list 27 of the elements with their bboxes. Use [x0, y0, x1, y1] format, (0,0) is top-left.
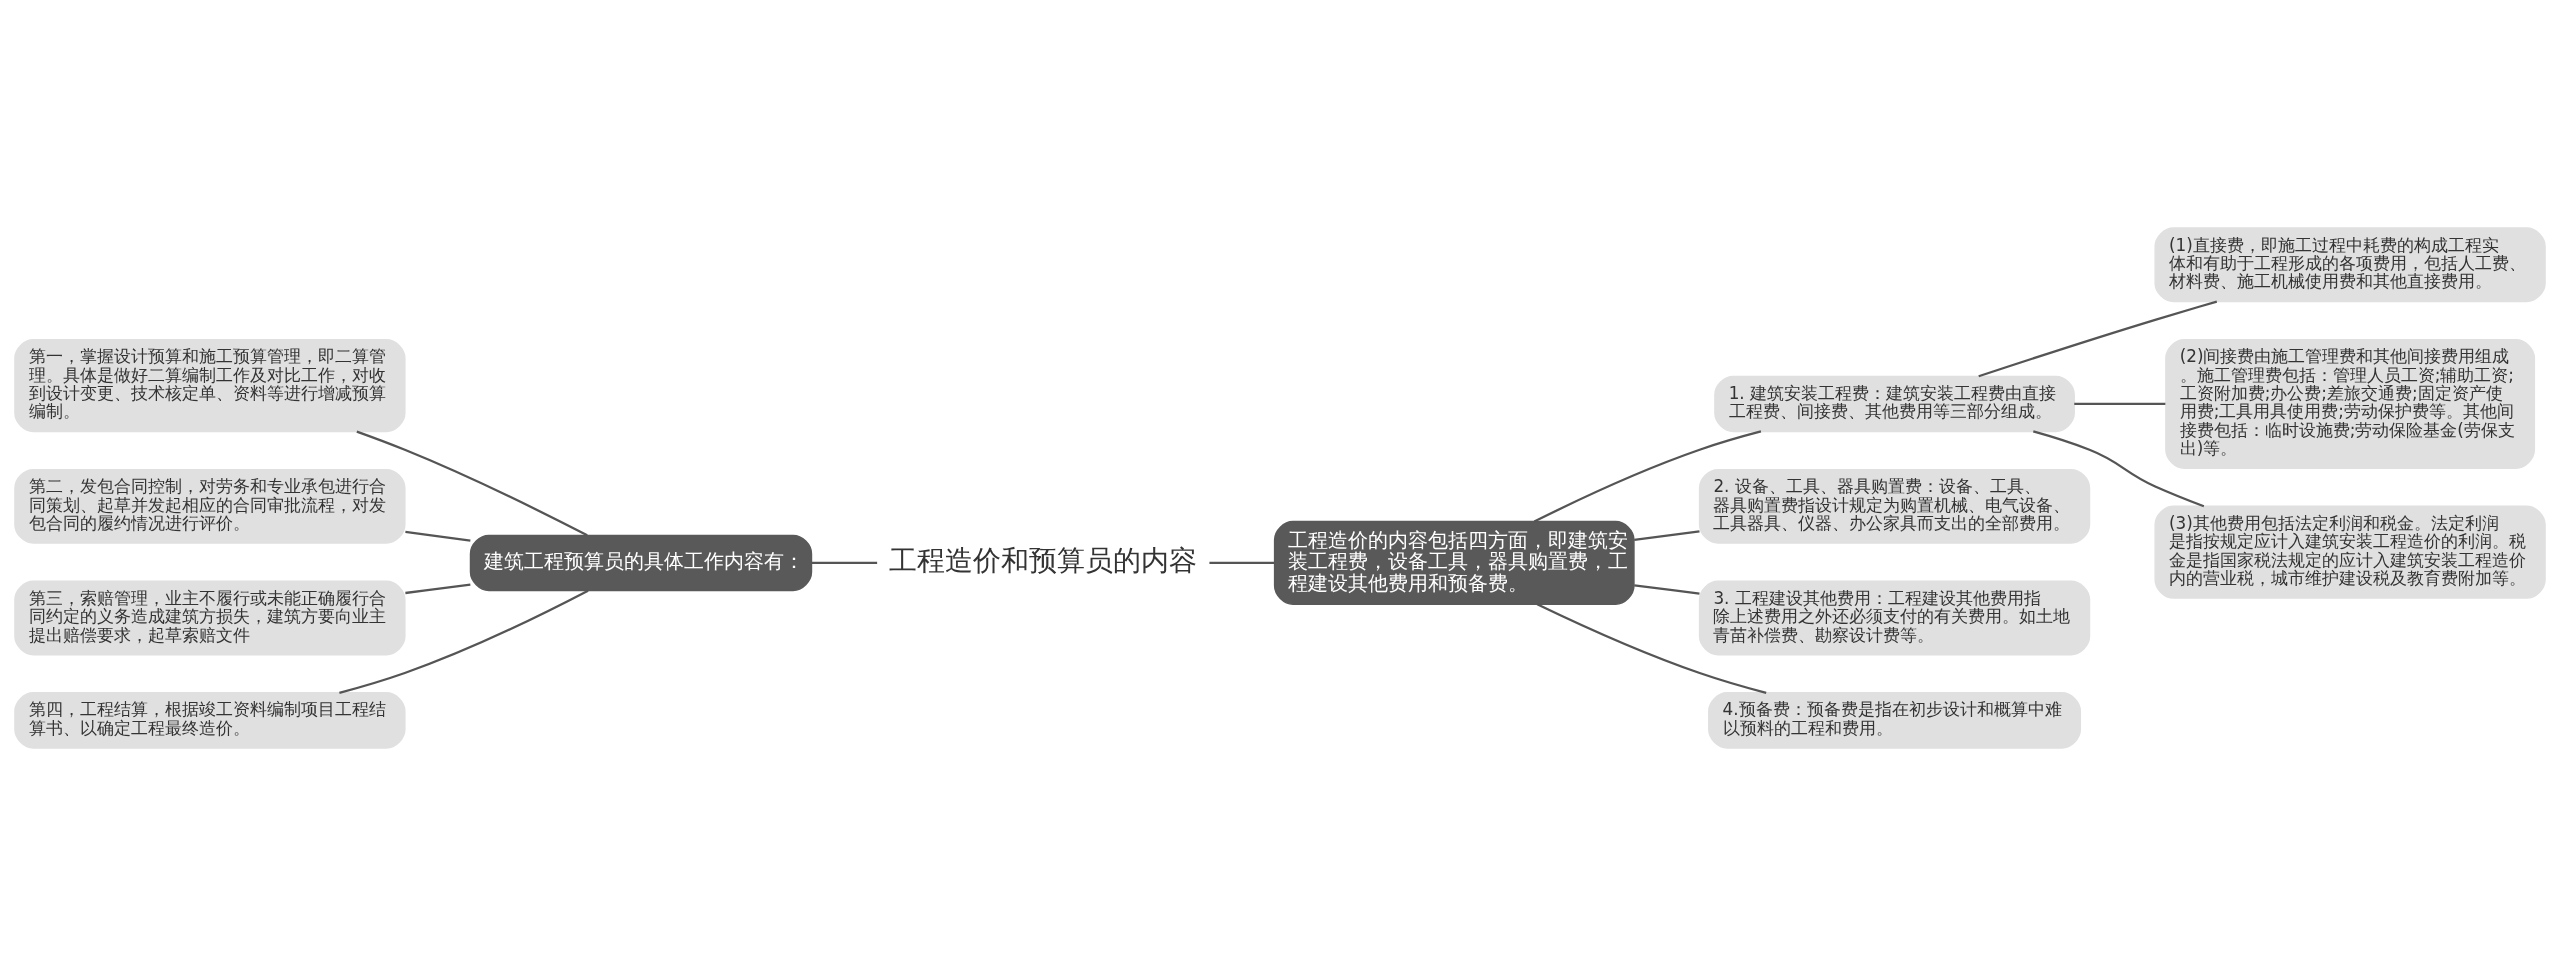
- connector: [1209, 561, 1275, 564]
- node-box: 工程造价的内容包括四方面，即建筑安装工程费，设备工具，器具购置费，工程建设其他费用和预备费。: [1273, 520, 1635, 605]
- connector: [2074, 402, 2166, 405]
- connector: [2033, 429, 2205, 507]
- node-box: 3. 工程建设其他费用：工程建设其他费用指除上述费用之外还必须支付的有关费用。如土地青苗补偿费、勘察设计费等。: [1698, 580, 2091, 655]
- node-box: (2)间接费由施工管理费和其他间接费用组成。施工管理费包括：管理人员工资;辅助工资;工资附加费;办公费;差旅交通费;固定资产使用费;工具用具使用费;劳动保护费等。其他间接费包括：临时设施费;劳动保险基金(劳保支出)等。: [2165, 338, 2536, 469]
- node-box: 1. 建筑安装工程费：建筑安装工程费由直接工程费、间接费、其他费用等三部分组成。: [1714, 375, 2075, 432]
- connector: [811, 561, 878, 564]
- node-text: 工程造价和预算员的内容: [889, 543, 1198, 576]
- node-box: (3)其他费用包括法定利润和税金。法定利润是指按规定应计入建筑安装工程造价的利润。税金是指国家税法规定的应计入建筑安装工程造价内的营业税，城市维护建设税及教育费附加等。: [2154, 505, 2546, 599]
- node-box: 第一，掌握设计预算和施工预算管理，即二算管理。具体是做好二算编制工作及对比工作，对收到设计变更、技术核定单、资料等进行增减预算编制。: [14, 338, 406, 432]
- connector: [1634, 583, 1700, 595]
- connector: [356, 430, 588, 536]
- connector: [1978, 300, 2218, 377]
- node-box: 4.预备费：预备费是指在初步设计和概算中难以预料的工程和费用。: [1708, 691, 2082, 749]
- node-box: 2. 设备、工具、器具购置费：设备、工具、器具购置费指设计规定为购置机械、电气设备、工具器具、仪器、办公家具而支出的全部费用。: [1698, 468, 2091, 544]
- connector: [1634, 529, 1700, 541]
- node-box: 第三，索赔管理，业主不履行或未能正确履行合同约定的义务造成建筑方损失，建筑方要向业主提出赔偿要求，起草索赔文件: [14, 580, 406, 655]
- node-box: (1)直接费，即施工过程中耗费的构成工程实体和有助于工程形成的各项费用，包括人工费、材料费、施工机械使用费和其他直接费用。: [2154, 226, 2546, 302]
- connector: [405, 583, 471, 594]
- node-box: 第四，工程结算，根据竣工资料编制项目工程结算书、以确定工程最终造价。: [14, 691, 406, 749]
- connector: [1533, 429, 1762, 523]
- connector: [405, 530, 471, 542]
- connector: [339, 589, 589, 694]
- node-box: 第二，发包合同控制，对劳务和专业承包进行合同策划、起草并发起相应的合同审批流程，对发包合同的履约情况进行评价。: [14, 468, 406, 544]
- node-box: 建筑工程预算员的具体工作内容有：: [469, 534, 813, 591]
- connector: [1536, 602, 1767, 694]
